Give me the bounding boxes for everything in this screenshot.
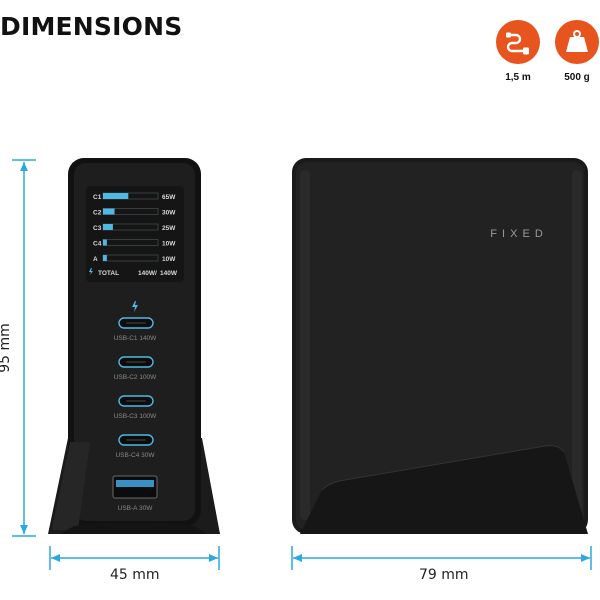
- port-label: USB-C3 100W: [114, 413, 157, 420]
- display-value: 10W: [162, 241, 176, 248]
- display-value: 30W: [162, 210, 176, 217]
- display-value: 10W: [162, 256, 176, 263]
- spec-weight: 500 g: [552, 20, 600, 83]
- spec-cable: 1,5 m: [493, 20, 543, 83]
- port-tongue: [126, 361, 146, 363]
- display-bar-fill: [103, 239, 107, 246]
- brand-logo: F I X E D: [490, 228, 544, 240]
- port-column: USB-C1 140W USB-C2 100W USB-C3 100W USB-C4 …: [112, 301, 158, 512]
- port-tongue: [126, 400, 146, 402]
- depth-dimension-line: [49, 546, 220, 570]
- power-display: C1 65W C2 30W C3 25W C4 10W A 10W TOTAL 140W/140W: [86, 186, 184, 282]
- port-label: USB-C1 140W: [114, 335, 157, 342]
- usb-port[interactable]: USB-A 30W: [112, 475, 158, 512]
- charger-front-view: C1 65W C2 30W C3 25W C4 10W A 10W TOTAL 140W/140W U…: [48, 158, 220, 534]
- usb-port[interactable]: USB-C2 100W: [114, 356, 157, 381]
- display-value: 65W: [162, 194, 176, 201]
- display-port-label: C4: [93, 241, 102, 248]
- charger-side-view: F I X E D: [292, 158, 588, 534]
- port-label: USB-C2 100W: [114, 374, 157, 381]
- display-port-label: C2: [93, 210, 102, 217]
- depth-label: 45 mm: [110, 567, 160, 583]
- height-label: 95 mm: [0, 323, 13, 373]
- display-total-max: 140W: [160, 270, 178, 277]
- height-dimension-line: [12, 159, 36, 537]
- port-label: USB-A 30W: [118, 505, 154, 512]
- port-tongue: [126, 322, 146, 324]
- weight-label: 500 g: [564, 72, 590, 83]
- display-value: 25W: [162, 225, 176, 232]
- display-port-label: C1: [93, 194, 102, 201]
- fast-charge-icon: [132, 301, 138, 312]
- usb-port[interactable]: USB-C3 100W: [114, 395, 157, 420]
- display-bar-fill: [103, 255, 107, 261]
- display-bar-fill: [103, 208, 115, 215]
- width-label: 79 mm: [419, 567, 469, 583]
- cable-icon: [496, 20, 540, 64]
- display-bar-fill: [103, 224, 113, 230]
- display-total-label: TOTAL: [98, 270, 119, 277]
- display-total-value: 140W/: [138, 270, 157, 277]
- weight-icon: [555, 20, 599, 64]
- port-tongue: [116, 480, 154, 487]
- page-title: DIMENSIONS: [0, 12, 183, 41]
- display-port-label: A: [93, 256, 98, 263]
- cable-length-label: 1,5 m: [505, 72, 531, 83]
- port-tongue: [126, 439, 146, 441]
- port-label: USB-C4 30W: [115, 452, 155, 459]
- display-port-label: C3: [93, 225, 102, 232]
- width-dimension-line: [291, 546, 592, 570]
- usb-port[interactable]: USB-C4 30W: [115, 434, 155, 459]
- usb-port[interactable]: USB-C1 140W: [114, 317, 157, 342]
- bolt-icon: [89, 268, 93, 275]
- display-bar-fill: [103, 193, 129, 199]
